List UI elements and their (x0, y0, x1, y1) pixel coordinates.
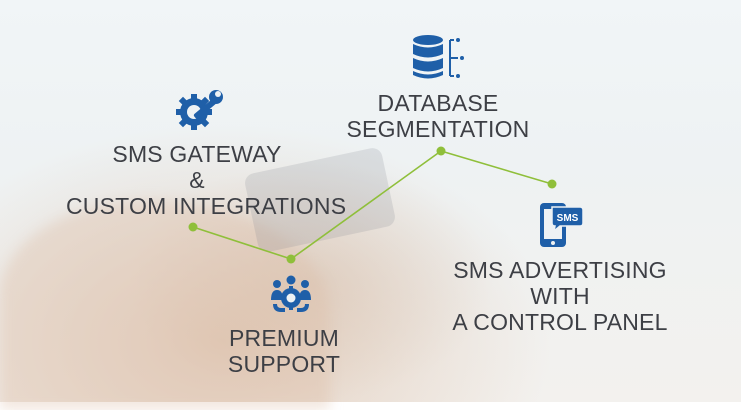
team-support-icon (267, 274, 315, 319)
connector-dot (188, 222, 198, 232)
sms-gateway-label: SMS GATEWAY & CUSTOM INTEGRATIONS (66, 141, 347, 219)
database-label-line2: SEGMENTATION (346, 116, 530, 142)
gateway-label-line3: CUSTOM INTEGRATIONS (66, 193, 347, 219)
gear-wrench-icon (172, 88, 224, 139)
premium-support-label: PREMIUM SUPPORT (224, 325, 344, 377)
advertising-label-line1: SMS ADVERTISING (453, 257, 667, 283)
gateway-label-line2: & (189, 167, 205, 193)
database-segmentation-label: DATABASE SEGMENTATION (338, 90, 538, 142)
connector-dot (286, 254, 296, 264)
connector-dot (547, 179, 557, 189)
sms-advertising-label: SMS ADVERTISING WITH A CONTROL PANEL (432, 257, 688, 335)
database-icon (410, 34, 470, 87)
support-label-line1: PREMIUM (228, 325, 339, 351)
sms-icon-text: SMS (557, 213, 579, 224)
gateway-label-line1: SMS GATEWAY (112, 141, 282, 167)
sms-phone-icon: SMS (538, 201, 584, 254)
connector-dot (436, 146, 446, 156)
advertising-label-line3: A CONTROL PANEL (452, 309, 668, 335)
database-label-line1: DATABASE (377, 90, 499, 116)
support-label-line2: SUPPORT (227, 351, 341, 377)
advertising-label-line2: WITH (530, 283, 590, 309)
